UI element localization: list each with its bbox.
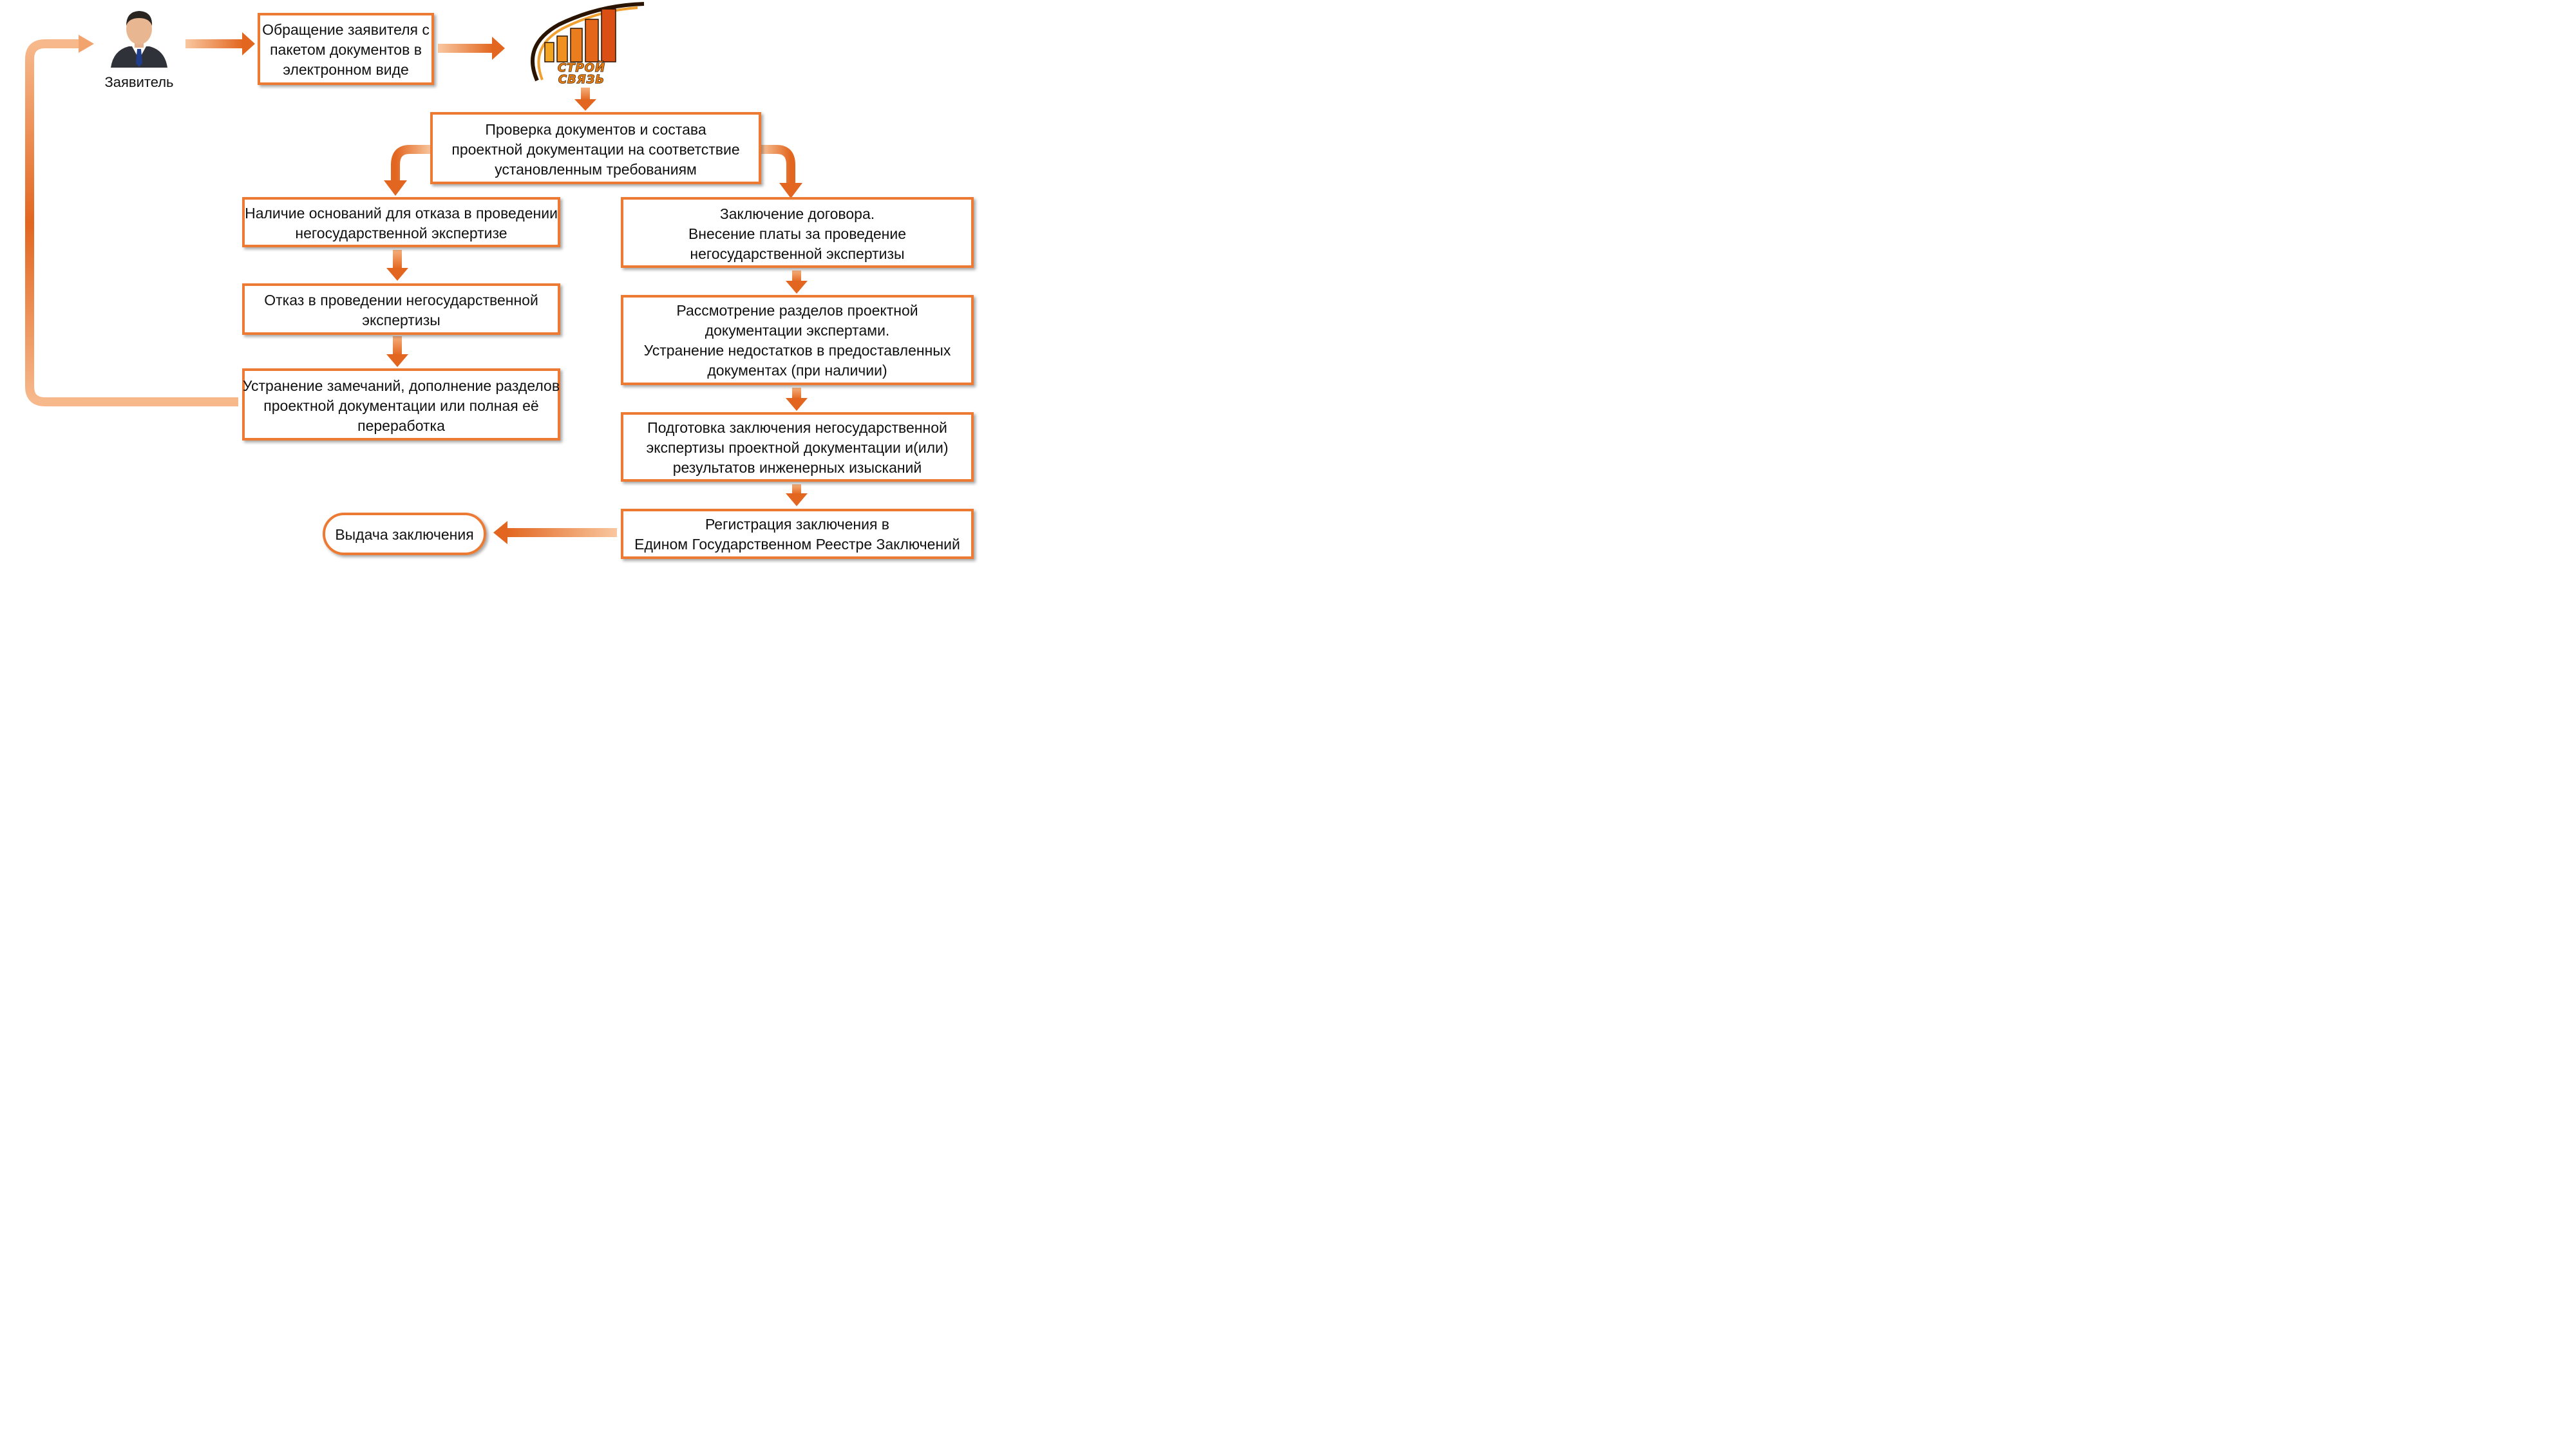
text-line: Внесение платы за проведение	[688, 225, 906, 242]
arrow-register-to-issuance	[493, 521, 617, 544]
step-check: Проверка документов и состава проектной д…	[430, 112, 761, 184]
arrow-refusal-to-fix	[386, 336, 408, 367]
text-line: негосударственной экспертизы	[690, 245, 904, 262]
step-contract-text: Заключение договора. Внесение платы за пр…	[688, 205, 906, 262]
arrow-check-to-grounds	[384, 145, 431, 196]
step-refusal-text: Отказ в проведении негосударственной эксп…	[264, 292, 538, 328]
arrow-contract-to-review	[786, 270, 808, 294]
feedback-loop-arrow	[25, 35, 238, 406]
step-refusal: Отказ в проведении негосударственной эксп…	[242, 283, 560, 335]
text-line: Проверка документов и состава	[485, 121, 706, 138]
text-line: Устранение недостатков в предоставленных	[644, 342, 951, 359]
text-line: проектной документации или полная её	[263, 397, 538, 414]
step-register-conclusion: Регистрация заключения в Едином Государст…	[621, 509, 974, 559]
text-line: Заключение договора.	[720, 205, 875, 222]
step-prepare-conclusion: Подготовка заключения негосударственной э…	[621, 412, 974, 482]
logo-word-svyaz: СВЯЗЬ	[558, 73, 605, 86]
applicant-figure: Заявитель	[104, 11, 174, 90]
text-line: Подготовка заключения негосударственной	[647, 419, 947, 436]
text-line: переработка	[357, 417, 445, 434]
step-prepare-text: Подготовка заключения негосударственной э…	[646, 419, 948, 476]
arrow-applicant-to-application	[185, 32, 255, 55]
text-line: Регистрация заключения в	[705, 516, 889, 533]
arrow-application-to-organization	[438, 37, 505, 60]
process-flowchart: Заявитель СТРОЙ СВЯЗЬ	[25, 2, 974, 559]
arrow-organization-to-check	[574, 88, 596, 111]
text-line: документах (при наличии)	[707, 362, 887, 379]
arrow-check-to-contract	[760, 145, 802, 198]
step-review-text: Рассмотрение разделов проектной документа…	[644, 302, 951, 379]
text-line: Отказ в проведении негосударственной	[264, 292, 538, 308]
step-register-text: Регистрация заключения в Едином Государст…	[634, 516, 960, 553]
text-line: проектной документации на соответствие	[451, 141, 739, 158]
terminal-issuance: Выдача заключения	[323, 513, 486, 555]
text-line: результатов инженерных изысканий	[673, 459, 922, 476]
step-fix-remarks: Устранение замечаний, дополнение раздело…	[242, 368, 560, 440]
arrow-prepare-to-register	[786, 484, 808, 506]
user-person-icon	[111, 11, 167, 68]
text-line: Обращение заявителя с	[262, 21, 430, 38]
text-line: Наличие оснований для отказа в проведени…	[245, 205, 558, 222]
text-line: электронном виде	[283, 61, 409, 78]
step-grounds-text: Наличие оснований для отказа в проведени…	[245, 205, 558, 242]
text-line: установленным требованиям	[495, 161, 697, 178]
step-fix-text: Устранение замечаний, дополнение раздело…	[243, 377, 560, 434]
text-line: негосударственной экспертизе	[295, 225, 507, 242]
step-application: Обращение заявителя с пакетом документов …	[258, 13, 434, 85]
text-line: Едином Государственном Реестре Заключени…	[634, 536, 960, 553]
text-line: пакетом документов в	[270, 41, 422, 58]
applicant-label: Заявитель	[104, 74, 173, 90]
text-line: Рассмотрение разделов проектной	[676, 302, 918, 319]
step-grounds-for-refusal: Наличие оснований для отказа в проведени…	[242, 197, 560, 247]
arrow-grounds-to-refusal	[386, 250, 408, 281]
step-check-text: Проверка документов и состава проектной д…	[451, 121, 739, 178]
arrow-review-to-prepare	[786, 388, 808, 411]
step-contract: Заключение договора. Внесение платы за пр…	[621, 197, 974, 268]
text-line: Устранение замечаний, дополнение раздело…	[243, 377, 560, 394]
text-line: экспертизы проектной документации и(или)	[646, 439, 948, 456]
text-line: экспертизы	[362, 312, 440, 328]
step-application-text: Обращение заявителя с пакетом документов …	[262, 21, 430, 78]
terminal-issuance-text: Выдача заключения	[335, 526, 473, 543]
stroysvyaz-logo: СТРОЙ СВЯЗЬ	[531, 2, 645, 87]
step-review: Рассмотрение разделов проектной документа…	[621, 295, 974, 385]
text-line: документации экспертами.	[705, 322, 890, 339]
logo-word-stroy: СТРОЙ	[558, 61, 605, 75]
